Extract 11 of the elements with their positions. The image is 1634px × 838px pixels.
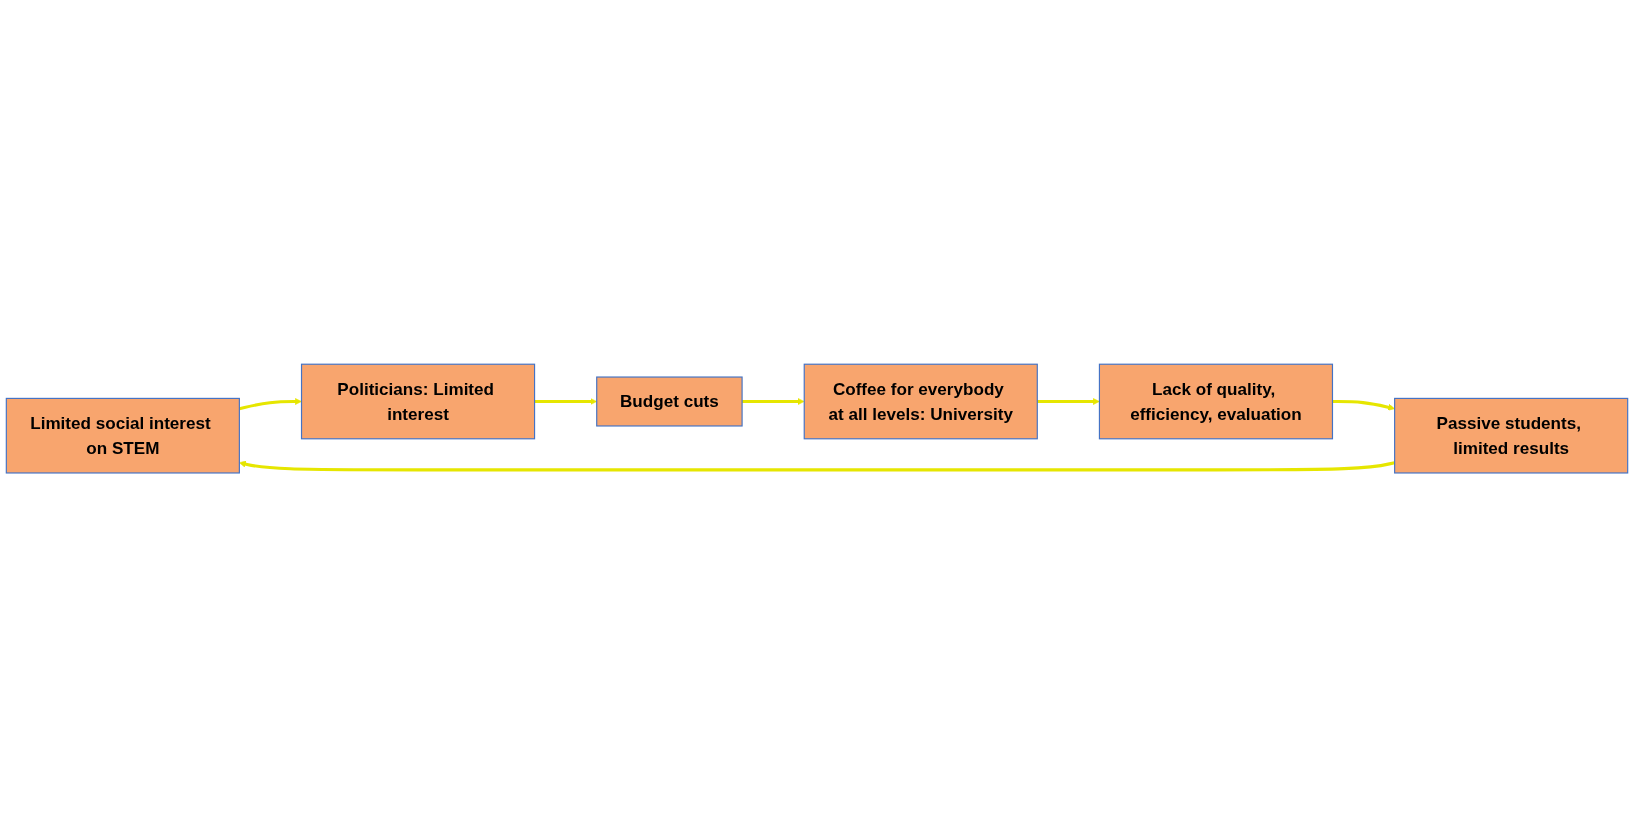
node-box: Politicians: Limited interest <box>300 364 536 440</box>
arrow <box>239 461 1395 472</box>
arrow <box>1332 400 1395 412</box>
node-box: Passive students, limited results <box>1394 398 1629 474</box>
arrow <box>742 398 805 406</box>
node-box: Limited social interest on STEM <box>5 398 240 474</box>
node-box: Budget cuts <box>596 376 743 427</box>
arrow <box>239 398 302 411</box>
node-box: Lack of quality, efficiency, evaluation <box>1098 364 1334 440</box>
node-box: Coffee for everybody at all levels: University <box>803 364 1038 440</box>
arrow <box>1037 398 1100 406</box>
